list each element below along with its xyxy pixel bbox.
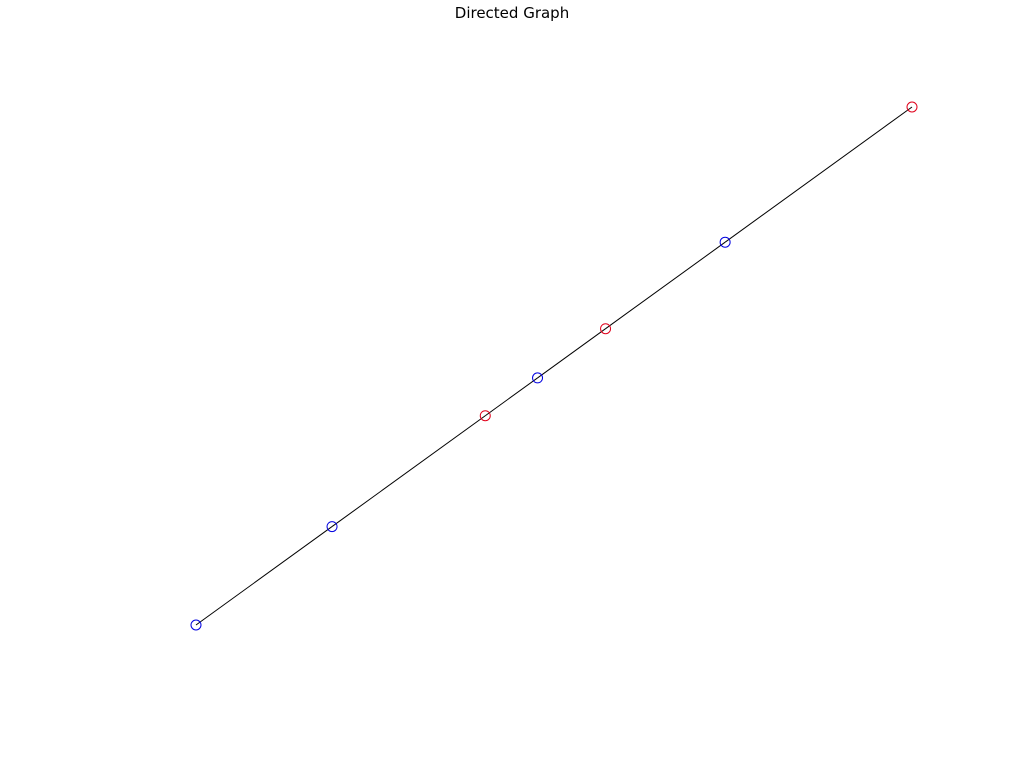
edges-layer [195,106,913,626]
graph-node-red [600,323,612,335]
graph-title: Directed Graph [454,4,570,22]
graph-node-blue [190,619,202,631]
graph-edge [724,106,913,243]
nodes-layer [190,101,918,631]
graph-node-blue [326,521,338,533]
graph-node-red [479,410,491,422]
graph-edge [195,526,333,626]
graph-edge [331,415,486,527]
graph-edge [537,328,606,379]
graph-edge [605,241,726,330]
graph-node-red [906,101,918,113]
graph-node-blue [719,236,731,248]
graph-edge [484,377,538,417]
graph-node-blue [532,372,544,384]
